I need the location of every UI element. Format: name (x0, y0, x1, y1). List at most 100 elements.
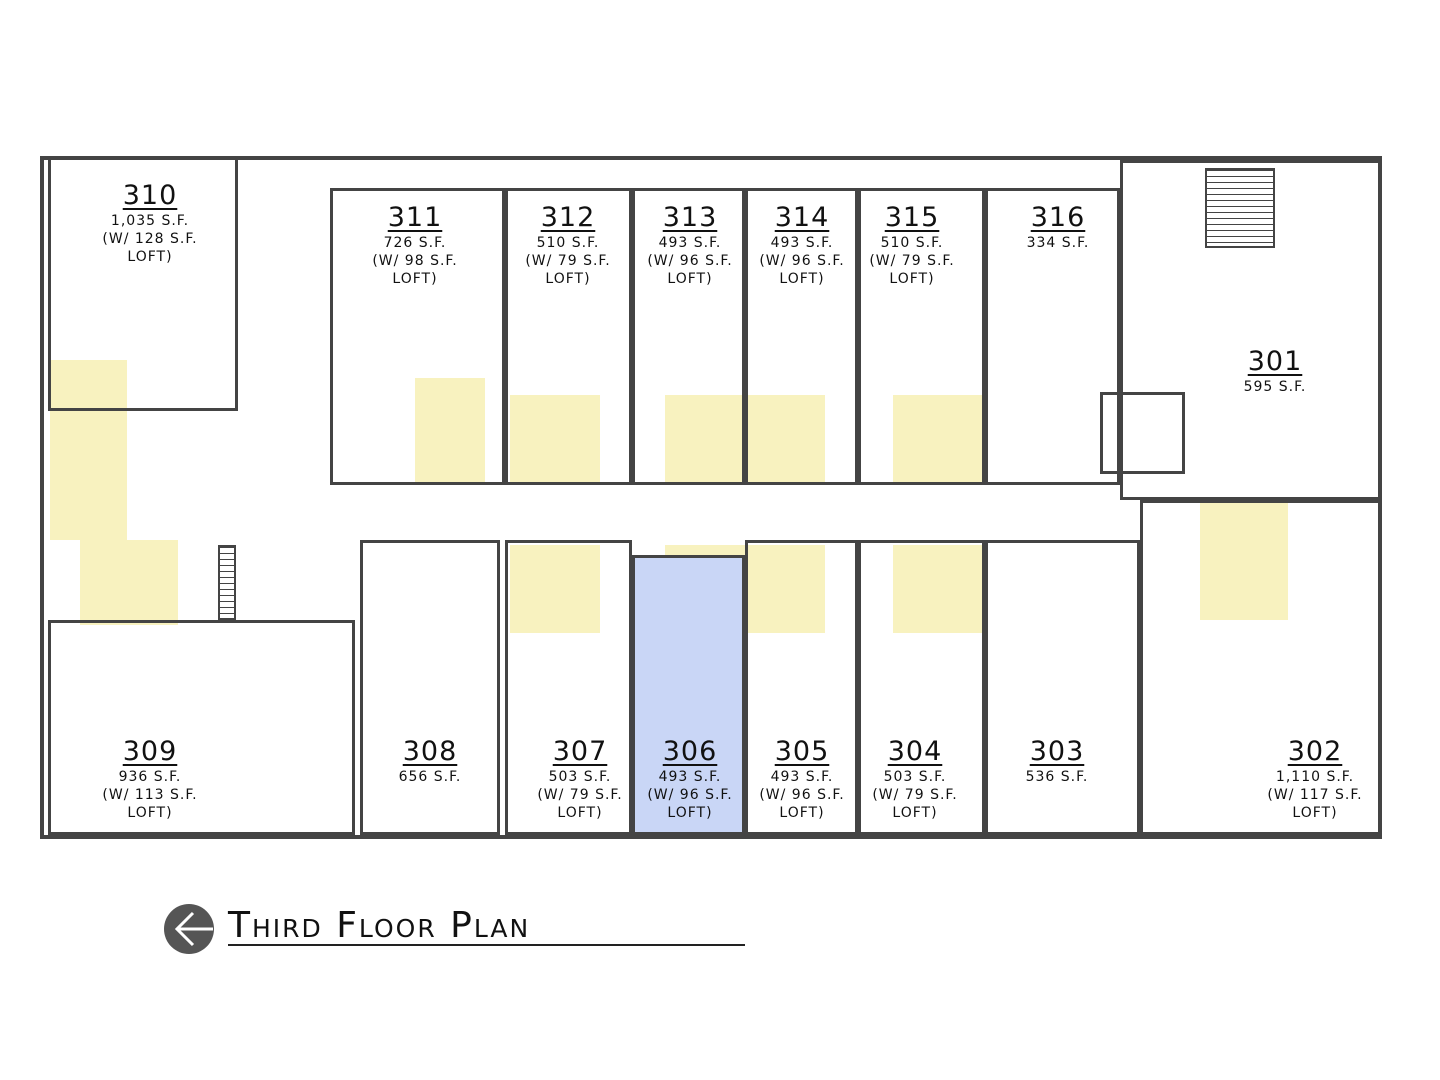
unit-loft-label: LOFT) (127, 249, 173, 265)
unit-number: 303 (1029, 736, 1085, 767)
stairwell-west (218, 545, 236, 620)
unit-number: 309 (122, 736, 178, 767)
unit-309[interactable] (48, 620, 355, 835)
unit-306[interactable] (632, 555, 745, 835)
unit-302[interactable] (1140, 500, 1382, 835)
unit-305[interactable] (745, 540, 858, 835)
unit-loft-area: (W/ 79 S.F. (537, 787, 623, 803)
unit-315[interactable] (858, 188, 985, 485)
plan-title: Third Floor Plan (228, 905, 531, 946)
unit-area: 510 S.F. (536, 235, 600, 251)
unit-area: 726 S.F. (383, 235, 447, 251)
unit-area: 936 S.F. (118, 769, 182, 785)
unit-area: 595 S.F. (1243, 379, 1307, 395)
elevator (1100, 392, 1185, 474)
unit-313[interactable] (632, 188, 745, 485)
unit-label-311: 311 726 S.F. (W/ 98 S.F. LOFT) (372, 202, 457, 288)
unit-area: 536 S.F. (1025, 769, 1089, 785)
unit-number: 301 (1247, 346, 1303, 377)
unit-number: 302 (1287, 736, 1343, 767)
unit-area: 656 S.F. (398, 769, 462, 785)
unit-301[interactable] (1120, 160, 1382, 500)
unit-label-315: 315 510 S.F. (W/ 79 S.F. LOFT) (869, 202, 954, 288)
unit-label-304: 304 503 S.F. (W/ 79 S.F. LOFT) (872, 736, 957, 822)
unit-area: 493 S.F. (770, 769, 834, 785)
unit-label-305: 305 493 S.F. (W/ 96 S.F. LOFT) (759, 736, 844, 822)
unit-311[interactable] (330, 188, 505, 485)
unit-loft-label: LOFT) (1292, 805, 1338, 821)
unit-loft-label: LOFT) (545, 271, 591, 287)
unit-loft-label: LOFT) (892, 805, 938, 821)
unit-number: 305 (774, 736, 830, 767)
unit-loft-label: LOFT) (779, 271, 825, 287)
unit-loft-area: (W/ 128 S.F. (102, 231, 198, 247)
unit-loft-label: LOFT) (127, 805, 173, 821)
unit-number: 306 (662, 736, 718, 767)
unit-loft-area: (W/ 96 S.F. (647, 253, 733, 269)
stairwell-east (1205, 168, 1275, 248)
unit-number: 315 (884, 202, 940, 233)
north-arrow-icon (164, 904, 214, 954)
unit-loft-label: LOFT) (667, 805, 713, 821)
unit-area: 493 S.F. (658, 235, 722, 251)
unit-area: 1,035 S.F. (110, 213, 190, 229)
unit-loft-label: LOFT) (557, 805, 603, 821)
unit-label-313: 313 493 S.F. (W/ 96 S.F. LOFT) (647, 202, 732, 288)
unit-area: 1,110 S.F. (1275, 769, 1355, 785)
unit-loft-area: (W/ 98 S.F. (372, 253, 458, 269)
highlighted-area (510, 395, 600, 483)
unit-area: 493 S.F. (658, 769, 722, 785)
unit-number: 312 (540, 202, 596, 233)
unit-area: 503 S.F. (548, 769, 612, 785)
highlighted-area (415, 378, 485, 483)
unit-304[interactable] (858, 540, 985, 835)
unit-number: 304 (887, 736, 943, 767)
unit-loft-area: (W/ 113 S.F. (102, 787, 198, 803)
unit-303[interactable] (985, 540, 1140, 835)
unit-label-303: 303 536 S.F. (1026, 736, 1089, 786)
unit-number: 311 (387, 202, 443, 233)
unit-area: 503 S.F. (883, 769, 947, 785)
unit-307[interactable] (505, 540, 632, 835)
unit-label-307: 307 503 S.F. (W/ 79 S.F. LOFT) (537, 736, 622, 822)
title-underline (228, 944, 745, 946)
unit-loft-area: (W/ 79 S.F. (525, 253, 611, 269)
unit-loft-area: (W/ 79 S.F. (872, 787, 958, 803)
unit-316[interactable] (985, 188, 1120, 485)
unit-loft-area: (W/ 79 S.F. (869, 253, 955, 269)
unit-312[interactable] (505, 188, 632, 485)
unit-label-308: 308 656 S.F. (399, 736, 462, 786)
unit-label-302: 302 1,110 S.F. (W/ 117 S.F. LOFT) (1267, 736, 1362, 822)
unit-loft-label: LOFT) (779, 805, 825, 821)
unit-area: 510 S.F. (880, 235, 944, 251)
unit-area: 334 S.F. (1026, 235, 1090, 251)
highlighted-area (50, 360, 127, 540)
unit-310[interactable] (48, 156, 238, 411)
unit-loft-area: (W/ 96 S.F. (647, 787, 733, 803)
highlighted-area (1200, 500, 1288, 620)
unit-number: 313 (662, 202, 718, 233)
unit-label-301: 301 595 S.F. (1244, 346, 1307, 396)
highlighted-area (893, 395, 983, 483)
highlighted-area (893, 545, 983, 633)
highlighted-area (510, 545, 600, 633)
unit-loft-label: LOFT) (392, 271, 438, 287)
unit-number: 314 (774, 202, 830, 233)
unit-area: 493 S.F. (770, 235, 834, 251)
unit-loft-label: LOFT) (889, 271, 935, 287)
unit-number: 316 (1030, 202, 1086, 233)
unit-loft-label: LOFT) (667, 271, 713, 287)
unit-label-309: 309 936 S.F. (W/ 113 S.F. LOFT) (102, 736, 197, 822)
unit-number: 307 (552, 736, 608, 767)
unit-loft-area: (W/ 117 S.F. (1267, 787, 1363, 803)
unit-308[interactable] (360, 540, 500, 835)
unit-number: 310 (122, 180, 178, 211)
unit-label-306: 306 493 S.F. (W/ 96 S.F. LOFT) (647, 736, 732, 822)
unit-314[interactable] (745, 188, 858, 485)
unit-label-316: 316 334 S.F. (1027, 202, 1090, 252)
unit-loft-area: (W/ 96 S.F. (759, 787, 845, 803)
unit-number: 308 (402, 736, 458, 767)
highlighted-area (80, 540, 178, 625)
